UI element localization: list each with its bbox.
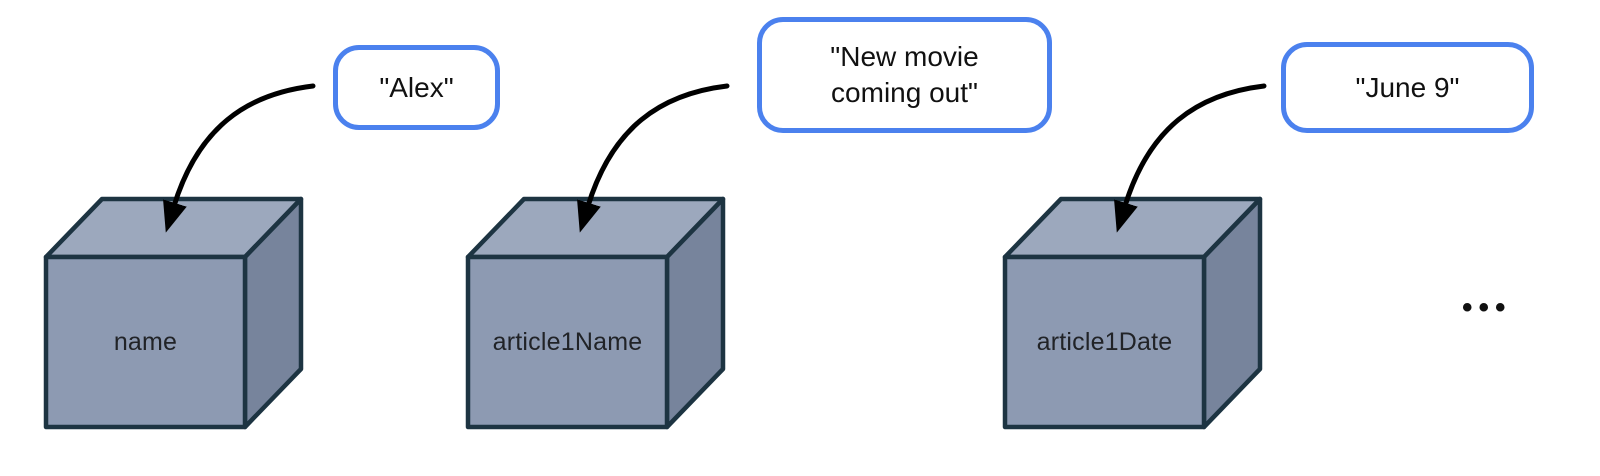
value-text: "June 9" (1355, 71, 1460, 103)
value-text: "New movie coming out" (830, 41, 979, 108)
value-bubble-article1Date: "June 9" (1281, 42, 1534, 133)
cube-front-face (1002, 254, 1207, 430)
value-text: "Alex" (379, 71, 454, 103)
variable-box-name (43, 196, 304, 430)
variable-box-article1Date (1002, 196, 1263, 430)
arrow-value-to-article1Date (1114, 83, 1267, 233)
variable-box-article1Name (465, 196, 726, 430)
value-bubble-article1Name: "New movie coming out" (757, 17, 1052, 133)
arrow-value-to-article1Name (577, 83, 730, 233)
arrow-value-to-name (163, 83, 316, 233)
cube-front-face (465, 254, 670, 430)
more-variables-ellipsis: ••• (1462, 291, 1512, 324)
cube-front-face (43, 254, 248, 430)
value-bubble-name: "Alex" (333, 45, 500, 130)
